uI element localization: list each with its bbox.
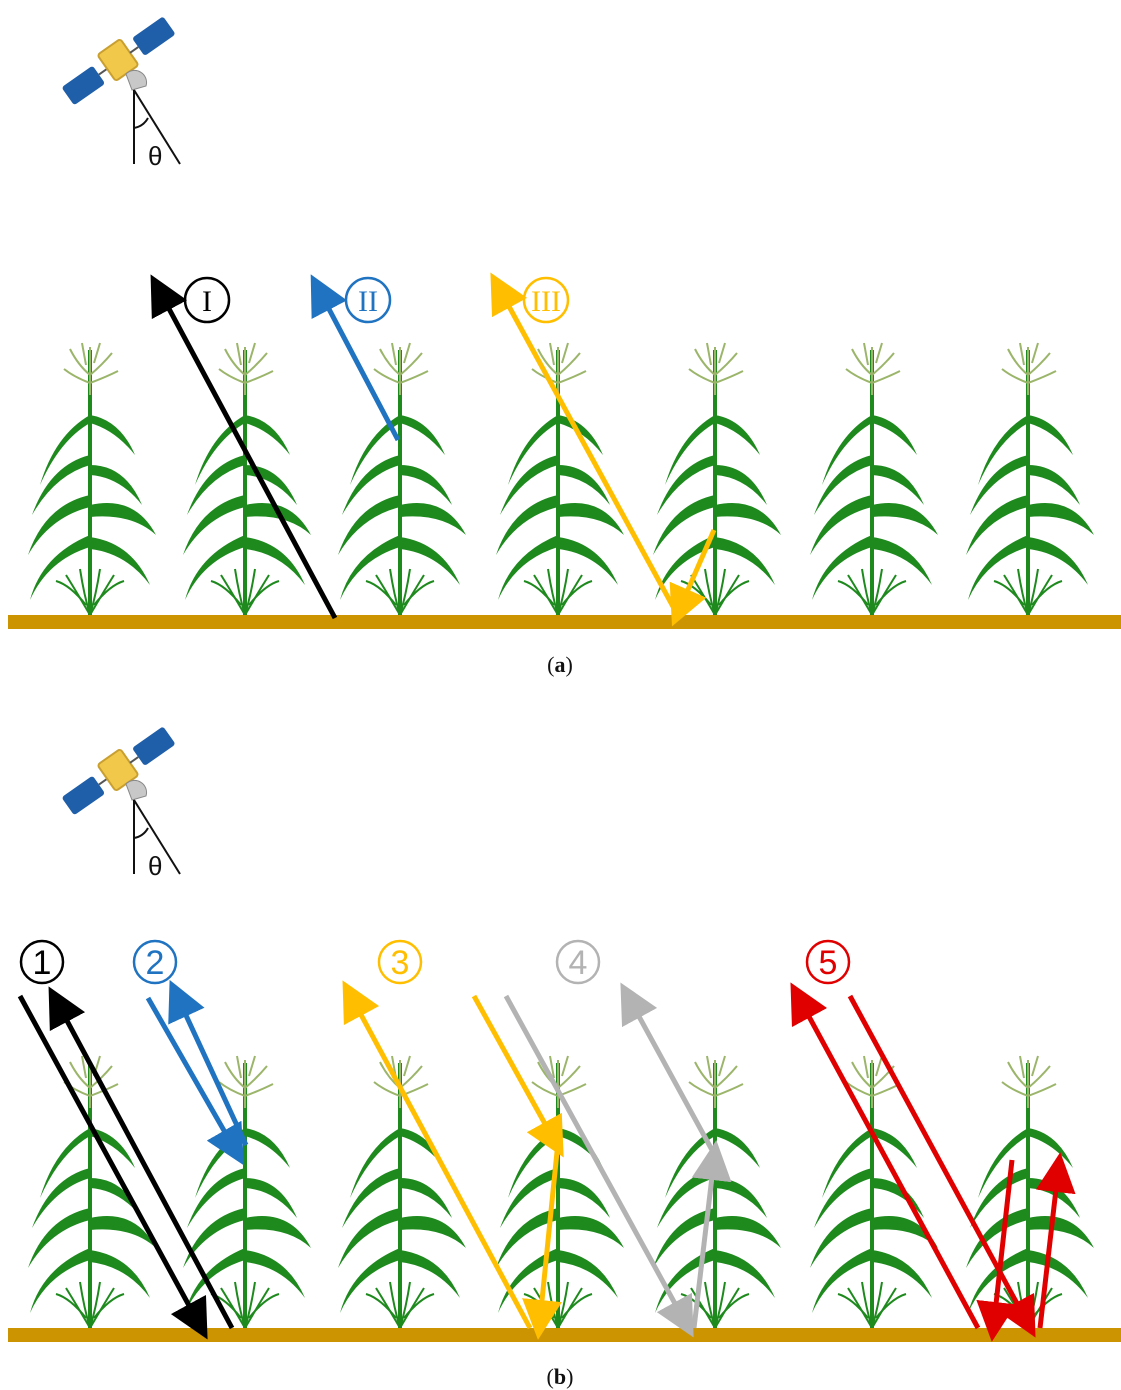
ground — [8, 1328, 1121, 1342]
path-5-marker — [805, 939, 851, 985]
view-angle-symbol: θ — [148, 141, 162, 171]
path-3-scattered-arrow — [522, 1141, 562, 1340]
path-4-marker — [555, 939, 601, 985]
panel-b-caption-letter: b — [554, 1364, 566, 1389]
panel-a: θ I II III (a) — [8, 10, 1121, 677]
path-III-incident-arrow — [669, 529, 717, 627]
panel-a-caption: (a) — [547, 652, 573, 677]
maize-plant-icon — [336, 1054, 468, 1330]
maize-plant-icon — [808, 341, 940, 617]
maize-plant-icon — [336, 341, 468, 617]
maize-plant-icon — [181, 341, 313, 617]
maize-plant-icon — [808, 1054, 940, 1330]
maize-plant-icon — [26, 1054, 158, 1330]
path-2-reflected-arrow — [168, 979, 249, 1147]
path-5-reflected-arrow — [790, 982, 981, 1330]
path-4-scattered-arrow — [691, 1140, 732, 1329]
path-3-marker — [377, 939, 423, 985]
path-2-marker — [132, 939, 178, 985]
path-5-scattered-down-arrow — [976, 1159, 1017, 1342]
path-III-reflected-arrow — [490, 272, 679, 614]
path-I-label: I — [202, 285, 212, 318]
maize-plant-icon — [964, 341, 1096, 617]
panel-b-caption: (b) — [547, 1364, 574, 1389]
path-I-arrow — [150, 274, 338, 620]
maize-plant-icon — [651, 341, 783, 617]
path-5-incident-arrow — [847, 994, 1036, 1338]
maize-plant-icon — [651, 1054, 783, 1330]
path-II-marker — [344, 276, 392, 324]
path-II-arrow — [310, 274, 401, 442]
path-1-marker — [19, 939, 65, 985]
plant-row — [26, 341, 1096, 617]
path-1-label: 1 — [33, 944, 52, 982]
path-2-label: 2 — [146, 944, 165, 982]
path-5-scattered-up-arrow — [1035, 1152, 1076, 1329]
maize-plant-icon — [964, 1054, 1096, 1330]
path-I-marker — [183, 276, 231, 324]
path-5-label: 5 — [819, 944, 838, 982]
path-4-label: 4 — [569, 944, 588, 982]
path-3-incident-arrow — [471, 994, 564, 1158]
panel-b: θ 1 2 3 — [8, 720, 1121, 1389]
path-3-reflected-arrow — [342, 980, 533, 1330]
view-angle-symbol: θ — [148, 851, 162, 881]
path-2-incident-arrow — [145, 996, 244, 1166]
ground — [8, 615, 1121, 629]
path-4-incident-arrow — [503, 994, 694, 1338]
path-III-marker — [522, 276, 570, 324]
path-1-reflected-arrow — [48, 986, 235, 1330]
path-II-label: II — [358, 285, 378, 318]
path-4-reflected-arrow — [620, 982, 715, 1152]
maize-plant-icon — [26, 341, 158, 617]
panel-a-caption-letter: a — [555, 652, 566, 677]
path-1-incident-arrow — [17, 994, 208, 1340]
path-3-label: 3 — [391, 944, 410, 982]
path-III-label: III — [531, 285, 561, 318]
